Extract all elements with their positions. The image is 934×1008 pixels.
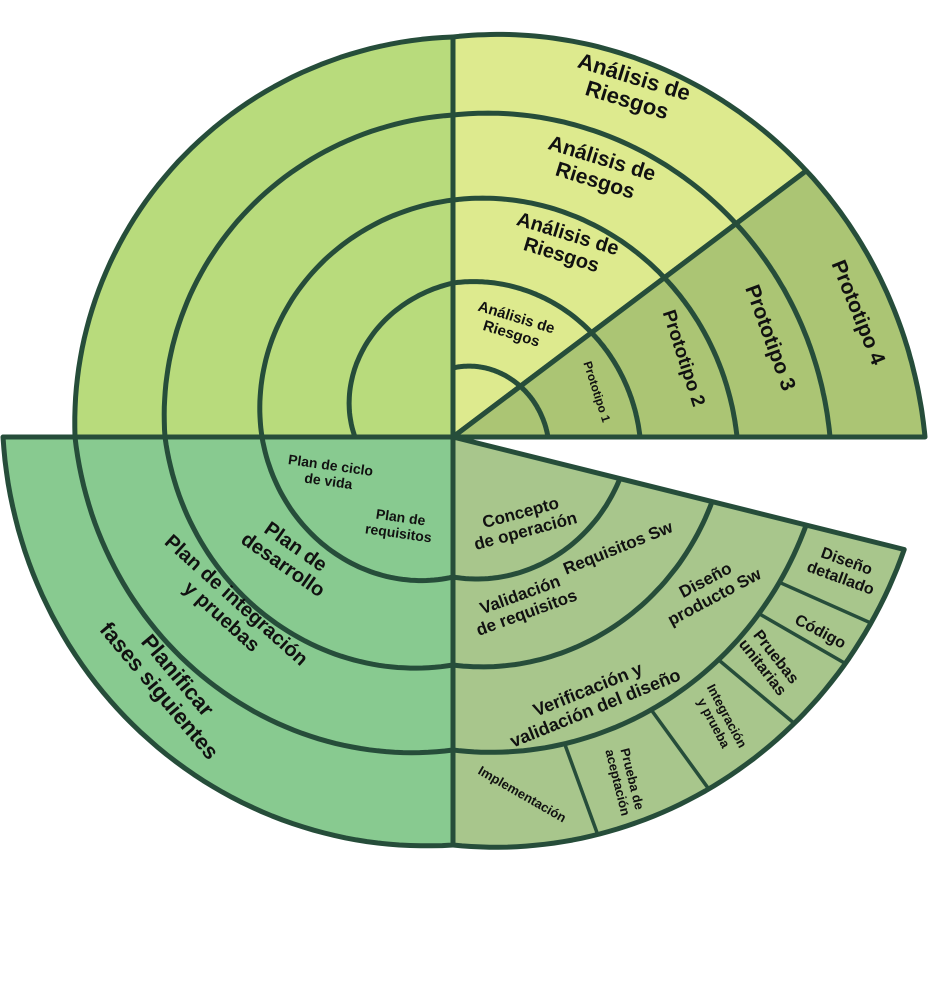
prototypes-ring <box>662 276 740 438</box>
risk-analysis-ring <box>452 110 738 226</box>
prototypes-ring <box>734 222 833 438</box>
engineering-ring <box>452 500 715 670</box>
engineering-cell-divider <box>717 658 796 725</box>
upper-left-ring <box>346 280 454 438</box>
engineering-cell-divider <box>562 743 600 836</box>
planning-ring <box>259 436 454 584</box>
engineering-ring <box>452 524 809 755</box>
risk-analysis-label-3: Análisis deRiesgos <box>539 132 658 208</box>
risk-analysis-ring <box>452 195 667 280</box>
risk-analysis-sector <box>450 31 809 440</box>
planning-ring <box>162 436 454 671</box>
planning-ring <box>72 436 454 756</box>
engineering-ring <box>452 477 623 582</box>
planning-sector <box>0 434 456 849</box>
upper-left-ring <box>161 112 454 438</box>
engineering-cell-divider <box>778 580 872 625</box>
prototypes-ring <box>518 384 551 438</box>
risk-analysis-ring <box>452 363 522 389</box>
risk-analysis-ring <box>452 279 594 335</box>
upper-left-ring <box>257 197 454 438</box>
prototypes-ring <box>589 330 643 438</box>
engineering-cell-divider <box>758 612 847 666</box>
engineering-cell-divider <box>649 708 711 790</box>
